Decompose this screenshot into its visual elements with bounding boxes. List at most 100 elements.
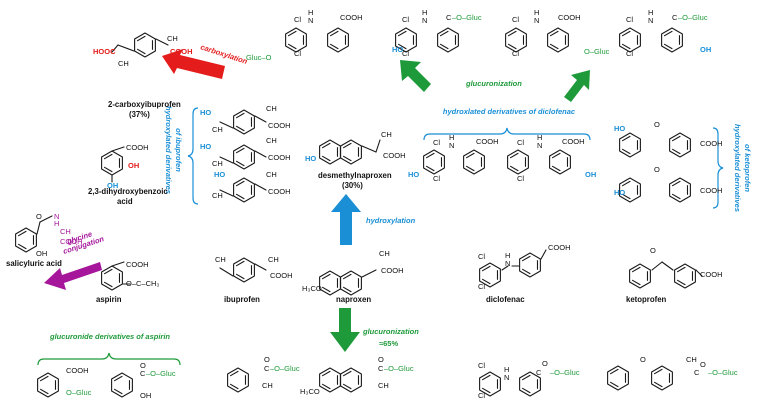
double-bond	[521, 387, 531, 394]
benzene-ring	[134, 32, 156, 58]
ketoprofen-hydroxy-brace	[712, 127, 724, 209]
c-label: C	[536, 368, 542, 377]
cooh-label: COOH	[476, 137, 499, 146]
single-bond	[155, 38, 169, 46]
benzene-ring	[519, 371, 541, 397]
oh-label: OH	[107, 181, 118, 190]
benzene-ring	[505, 27, 527, 53]
benzene-ring	[233, 177, 255, 203]
double-bond	[113, 388, 123, 395]
cl-label: Cl	[626, 15, 633, 24]
single-bond	[661, 261, 674, 271]
cl-label: Cl	[512, 49, 519, 58]
c-label: C	[378, 364, 384, 373]
ch3-label: CH	[379, 249, 390, 258]
double-bond	[103, 281, 113, 288]
h3co-label: H₃CO	[302, 284, 322, 293]
hydroxy-ibuprofen-label-1: hydroxylated derivatives	[164, 106, 173, 194]
o-label: O	[140, 361, 146, 370]
oh-label: OH	[700, 45, 711, 54]
double-bond	[397, 43, 407, 50]
o-gluc-label: –O–Gluc	[678, 13, 708, 22]
single-bond	[651, 261, 663, 271]
o-label: O	[542, 359, 548, 368]
cooh-label: COOH	[126, 143, 149, 152]
ho-label: HO	[392, 45, 403, 54]
ketoprofen-name: ketoprofen	[626, 295, 667, 304]
hydroxylation-arrow	[331, 194, 361, 245]
ch3-label: CH	[215, 255, 226, 264]
cooh-label: COOH	[270, 271, 293, 280]
benzene-ring	[340, 270, 362, 296]
single-bond	[254, 150, 267, 158]
double-bond	[229, 383, 239, 390]
double-bond	[235, 273, 245, 280]
ibuprofen-name: ibuprofen	[224, 295, 260, 304]
double-bond	[609, 381, 619, 388]
glucuronization-top-label: glucuronization	[465, 79, 522, 88]
ch3-label: CH	[686, 355, 697, 364]
cooh-label: COOH	[340, 13, 363, 22]
ibuprofen-hydroxy-brace	[187, 107, 199, 205]
double-bond	[439, 43, 449, 50]
cooh-label: COOH	[268, 187, 291, 196]
ho-label: HO	[200, 108, 211, 117]
single-bond	[254, 183, 267, 191]
naproxen-name: naproxen	[336, 295, 371, 304]
n-label: N	[534, 16, 539, 25]
double-bond	[653, 368, 663, 375]
benzene-ring	[15, 227, 37, 253]
double-bond	[621, 180, 631, 187]
h-label: H	[648, 8, 653, 17]
cooh-label: COOH	[548, 243, 571, 252]
double-bond	[631, 266, 641, 273]
double-bond	[509, 165, 519, 172]
o-label: O	[700, 360, 706, 369]
ho-label: HO	[305, 154, 316, 163]
glucuronization-bottom-label: glucuronization	[362, 327, 419, 336]
o-label: O	[36, 212, 42, 221]
h-label: H	[534, 8, 539, 17]
benzene-ring	[285, 27, 307, 53]
carboxylation-arrow	[162, 49, 225, 79]
double-bond	[342, 370, 352, 377]
benzene-ring	[233, 109, 255, 135]
double-bond	[321, 383, 331, 390]
h-label: H	[422, 8, 427, 17]
o-label: O	[650, 246, 656, 255]
o-gluc-label: –O–Gluc	[146, 369, 176, 378]
oh-label: OH	[140, 391, 151, 400]
n-label: N	[505, 259, 510, 268]
double-bond	[235, 180, 245, 187]
acetyl-label: O–C–CH₃	[126, 279, 159, 288]
double-bond	[321, 370, 331, 377]
double-bond	[329, 43, 339, 50]
double-bond	[671, 193, 681, 200]
double-bond	[465, 152, 475, 159]
double-bond	[671, 135, 681, 142]
benzene-ring	[327, 27, 349, 53]
hooc-label: HOOC	[93, 47, 116, 56]
benzene-ring	[619, 132, 641, 158]
ch3-label: CH	[212, 125, 223, 134]
single-bond	[254, 115, 267, 123]
n-label: N	[504, 373, 509, 382]
cl-label: Cl	[478, 361, 485, 370]
n-label: N	[648, 16, 653, 25]
dihydroxybenzoic-name: 2,3-dihydroxybenzoic	[88, 187, 168, 196]
o-gluc-label: –O–Gluc	[452, 13, 482, 22]
aspirin-name: aspirin	[96, 295, 122, 304]
diclofenac-name: diclofenac	[486, 295, 525, 304]
double-bond	[103, 153, 113, 160]
cl-label: Cl	[294, 15, 301, 24]
molecular-structures	[15, 27, 703, 398]
oh-label: OH	[585, 170, 596, 179]
benzene-ring	[619, 27, 641, 53]
carboxyibuprofen-percent: (37%)	[129, 110, 150, 119]
double-bond	[39, 388, 49, 395]
benzene-ring	[669, 132, 691, 158]
ho-label: HO	[214, 170, 225, 179]
o-label: O	[264, 355, 270, 364]
single-bond	[219, 156, 234, 164]
